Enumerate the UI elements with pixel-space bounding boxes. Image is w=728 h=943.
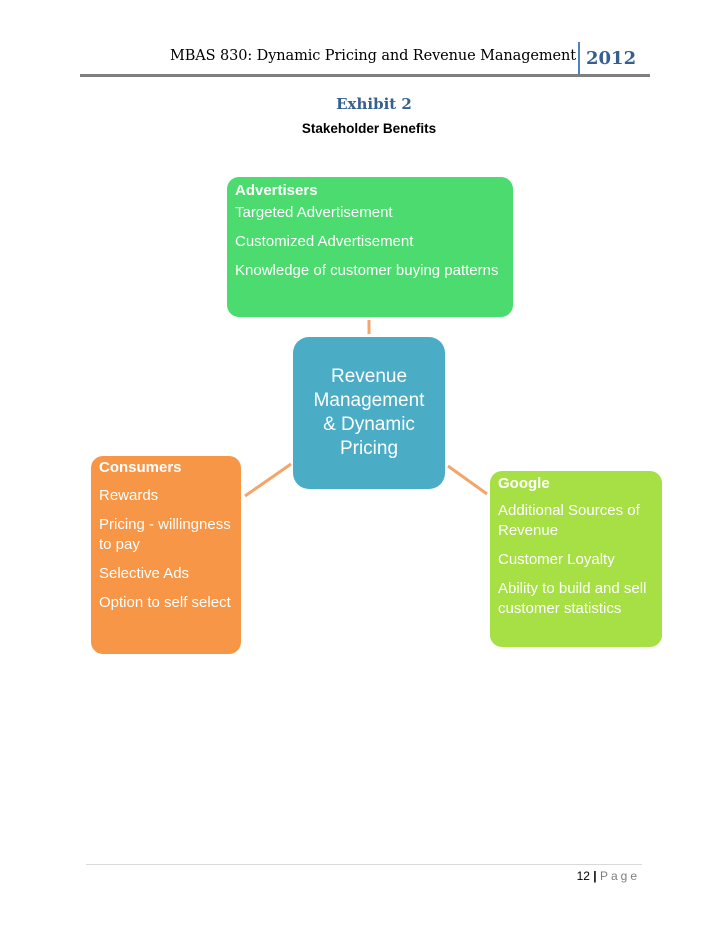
center-topic-line: Pricing	[339, 438, 399, 459]
center-topic-line: Revenue	[330, 366, 408, 387]
advertisers-box: Advertisers Targeted Advertisement Custo…	[227, 177, 513, 317]
page-separator: |	[593, 869, 597, 883]
advertisers-item: Targeted Advertisement	[235, 204, 393, 221]
header-divider	[578, 42, 580, 77]
page-number: 12	[576, 869, 590, 883]
center-topic-line: Management	[313, 390, 425, 411]
advertisers-heading: Advertisers	[235, 182, 318, 199]
document-header-title: MBAS 830: Dynamic Pricing and Revenue Ma…	[170, 48, 576, 64]
google-box: Google Additional Sources of Revenue Cus…	[490, 471, 662, 647]
consumers-item: Option to self select	[99, 594, 231, 611]
consumers-box: Consumers Rewards Pricing - willingness …	[91, 456, 241, 654]
google-item: Additional Sources of Revenue	[498, 502, 640, 539]
connector-google	[447, 464, 488, 496]
connector-consumers	[244, 462, 292, 498]
consumers-item: Pricing - willingness to pay	[99, 516, 231, 553]
exhibit-label: Exhibit 2	[336, 95, 412, 113]
consumers-heading: Consumers	[99, 459, 182, 476]
google-item: Ability to build and sell customer stati…	[498, 580, 647, 617]
google-item: Customer Loyalty	[498, 551, 615, 568]
footer-rule	[86, 864, 642, 865]
exhibit-title: Stakeholder Benefits	[301, 121, 437, 136]
header-rule	[80, 74, 650, 77]
advertisers-item: Customized Advertisement	[235, 233, 414, 250]
advertisers-item: Knowledge of customer buying patterns	[235, 262, 499, 279]
consumers-item: Selective Ads	[99, 565, 190, 582]
google-heading: Google	[498, 475, 550, 492]
consumers-item: Rewards	[99, 487, 159, 504]
center-topic-box: Revenue Management & Dynamic Pricing	[293, 337, 445, 489]
page-word: Page	[599, 869, 640, 883]
page-footer: 12 | Page	[540, 869, 640, 883]
center-topic-line: & Dynamic	[323, 414, 415, 435]
document-header-year: 2012	[586, 48, 637, 69]
